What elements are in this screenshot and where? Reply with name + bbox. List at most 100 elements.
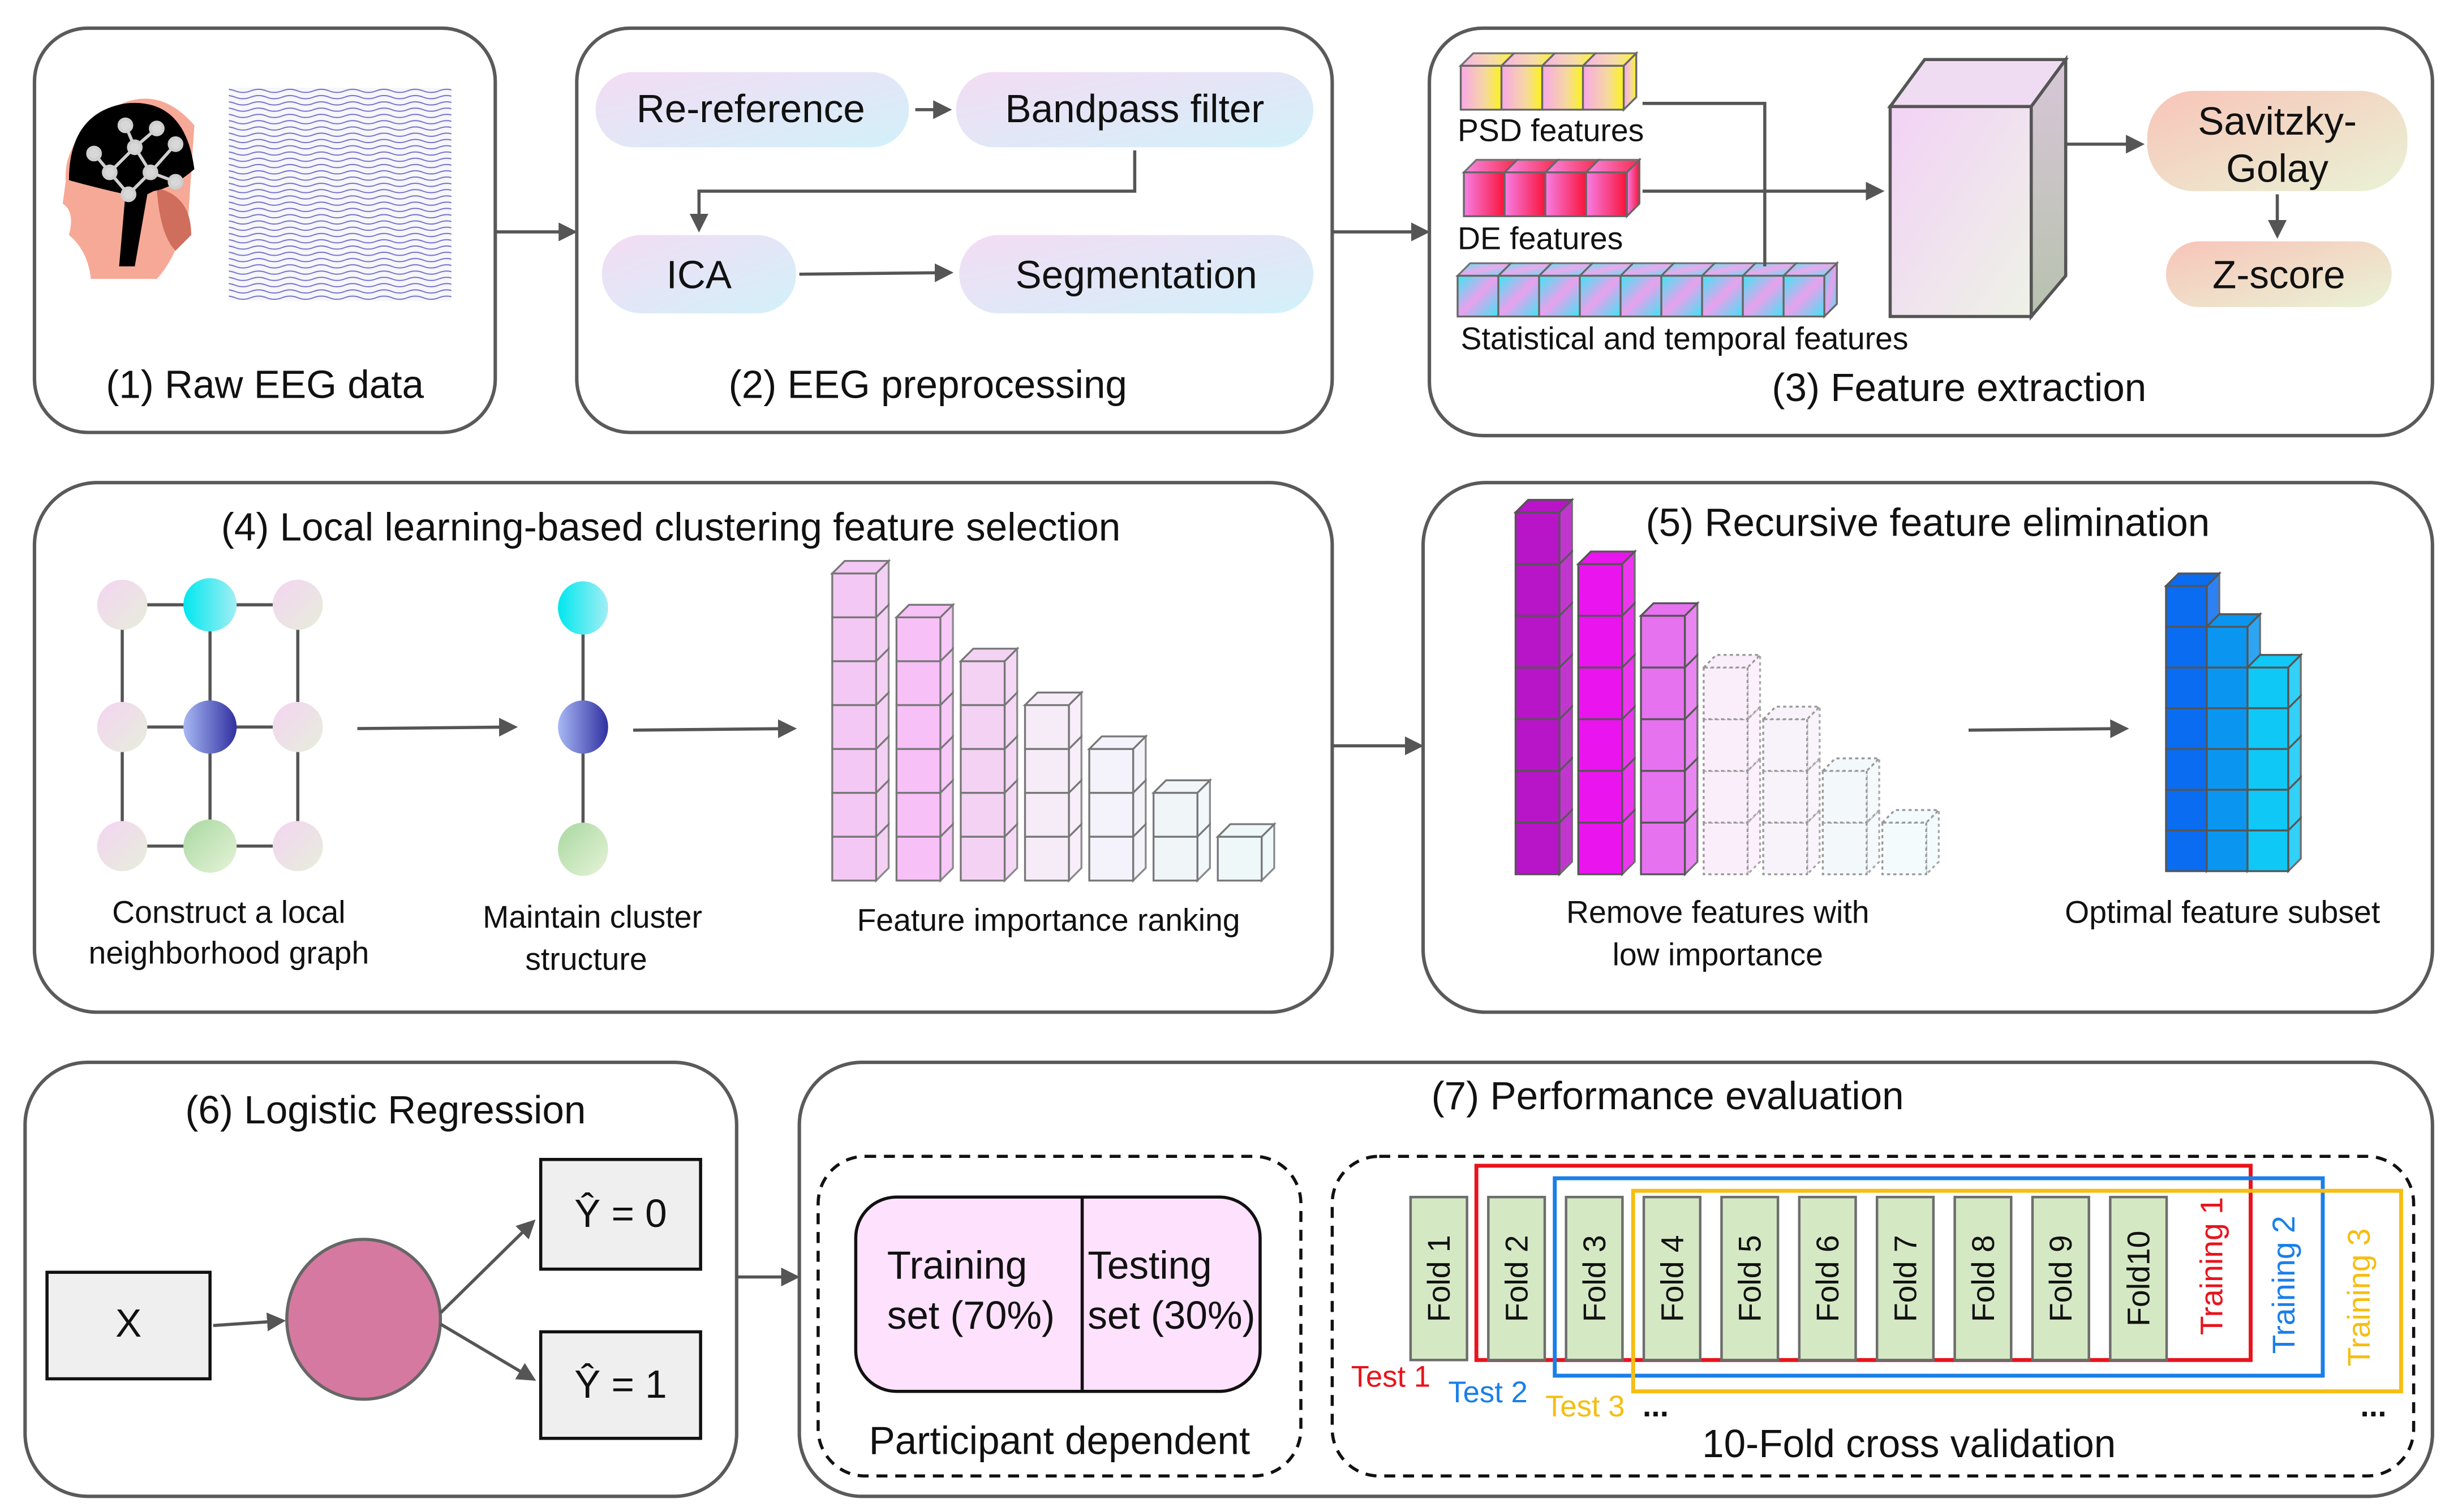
optimal-subset-stacks [2163, 571, 2304, 874]
lr-input-box: X [45, 1270, 212, 1381]
lr-output-label: Ŷ = 1 [574, 1362, 667, 1406]
stat-feature-block [1537, 262, 1595, 318]
arrow-x-to-node [213, 1312, 286, 1332]
training-1-label: Training 1 [2194, 1197, 2229, 1335]
train-set-line1: Training [887, 1243, 1028, 1287]
lr-output-y0: Ŷ = 0 [539, 1157, 702, 1271]
fold-cell: Fold 2 [1487, 1196, 1546, 1362]
fold-cell: Fold 5 [1720, 1196, 1780, 1362]
test-3-label: Test 3 [1545, 1390, 1625, 1423]
step-label: Re-reference [637, 87, 865, 131]
panel-evaluation: (7) Performance evaluation Training set … [797, 1060, 2434, 1498]
ranking-stack [1022, 690, 1084, 883]
step-rereference: Re-reference [595, 72, 909, 148]
ellipsis-left: ... [1643, 1388, 1669, 1423]
step-bandpass: Bandpass filter [956, 72, 1314, 148]
kept-feature-stack [1576, 549, 1637, 877]
de-feature-block [1502, 158, 1561, 217]
panel-llcfs: (4) Local learning-based clustering feat… [32, 481, 1334, 1014]
panel-title-raw-eeg: (1) Raw EEG data [106, 363, 424, 407]
neighborhood-graph [97, 578, 323, 873]
step-ica: ICA [601, 235, 797, 313]
caption-remove-line1: Remove features with [1566, 894, 1870, 929]
feature-ranking-stacks [830, 558, 1277, 883]
ranking-stack [894, 602, 956, 883]
de-feature-block [1543, 158, 1601, 217]
removed-feature-stack [1820, 756, 1882, 877]
sg-label-line1: Savitzky- [2198, 99, 2357, 143]
removed-feature-stack [1761, 704, 1822, 877]
caption-ranking: Feature importance ranking [857, 902, 1240, 937]
ranking-stack [1215, 821, 1277, 883]
ellipsis-right: ... [2360, 1388, 2386, 1423]
fold-cell: Fold 4 [1642, 1196, 1701, 1362]
test-1-label: Test 1 [1351, 1360, 1430, 1393]
fold-label: Fold 6 [1810, 1235, 1845, 1322]
train-test-split-box [854, 1195, 1262, 1393]
training-2-label: Training 2 [2266, 1216, 2301, 1354]
panel-preprocessing: Re-reference Bandpass filter ICA Segment… [575, 26, 1334, 434]
fold-label: Fold 8 [1966, 1235, 2001, 1322]
eeg-cap-head-icon [62, 98, 195, 279]
fold-cell: Fold 7 [1875, 1196, 1935, 1362]
panel-title-preprocessing: (2) EEG preprocessing [729, 363, 1127, 407]
panel-title-lr: (6) Logistic Regression [185, 1088, 586, 1132]
panel-title-feature-extraction: (3) Feature extraction [1772, 365, 2146, 410]
arrow-ica-to-segmentation [799, 263, 954, 282]
fold-label: Fold 4 [1655, 1235, 1690, 1322]
psd-feature-blocks [1458, 51, 1639, 112]
caption-optimal: Optimal feature subset [2065, 894, 2380, 929]
de-feature-block [1462, 158, 1520, 217]
psd-feature-block [1458, 52, 1516, 111]
step-label: Segmentation [1016, 253, 1257, 297]
stat-feature-block [1578, 262, 1636, 318]
fold-cell: Fold 9 [2031, 1196, 2090, 1362]
cluster-structure [558, 581, 608, 876]
kept-feature-stack [1513, 497, 1575, 877]
caption-graph-line1: Construct a local [112, 894, 345, 929]
fold-cell: Fold 8 [1953, 1196, 2013, 1362]
arrow-rfe-to-optimal [1968, 719, 2129, 738]
de-feature-block [1584, 158, 1642, 217]
lr-input-label: X [115, 1301, 141, 1345]
caption-graph-line2: neighborhood graph [89, 936, 369, 971]
caption-remove-line2: low importance [1613, 937, 1823, 972]
lr-output-label: Ŷ = 0 [574, 1191, 667, 1235]
panel-feature-extraction: PSD features DE features Statistical and… [1428, 26, 2434, 438]
fold-cell: Fold 6 [1798, 1196, 1857, 1362]
zscore-label: Z-score [2212, 253, 2345, 297]
label-stat-features: Statistical and temporal features [1461, 321, 1909, 356]
arrow-node-to-y1 [439, 1323, 536, 1381]
ranking-stack [1151, 778, 1213, 883]
panel-rfe: (5) Recursive feature elimination Remove… [1421, 481, 2434, 1014]
eeg-signal-traces [229, 88, 452, 301]
psd-feature-block [1580, 52, 1639, 111]
fold-cell: Fold 1 [1409, 1196, 1468, 1362]
label-psd-features: PSD features [1458, 113, 1644, 148]
removed-feature-stack [1701, 652, 1763, 877]
fold-cell: Fold10 [2109, 1196, 2168, 1362]
train-set-line2: set (70%) [887, 1293, 1055, 1337]
feature-matrix-cube-icon [1887, 54, 2069, 321]
ranking-stack [830, 558, 891, 883]
stat-feature-blocks [1455, 261, 1840, 319]
arrow-bandpass-to-ica [689, 150, 1137, 233]
stat-feature-block [1618, 262, 1677, 318]
kept-feature-stack [1639, 601, 1700, 877]
training-3-frame [1631, 1188, 2403, 1394]
panel-title-rfe: (5) Recursive feature elimination [1646, 500, 2210, 544]
psd-feature-block [1540, 52, 1598, 111]
caption-cluster-line1: Maintain cluster [483, 899, 702, 934]
panel-title-llcfs: (4) Local learning-based clustering feat… [221, 505, 1120, 549]
cross-validation-caption: 10-Fold cross validation [1702, 1421, 2116, 1466]
fold-label: Fold 9 [2043, 1235, 2078, 1322]
test-set-line2: set (30%) [1088, 1293, 1255, 1337]
lr-output-y1: Ŷ = 1 [539, 1330, 702, 1440]
training-2-frame [1553, 1176, 2325, 1378]
panel-logistic-regression: (6) Logistic Regression X Ŷ = 0 Ŷ = 1 [23, 1060, 738, 1498]
caption-cluster-line2: structure [525, 942, 647, 977]
fold-label: Fold 5 [1733, 1235, 1768, 1322]
fold-label: Fold 1 [1421, 1235, 1456, 1322]
